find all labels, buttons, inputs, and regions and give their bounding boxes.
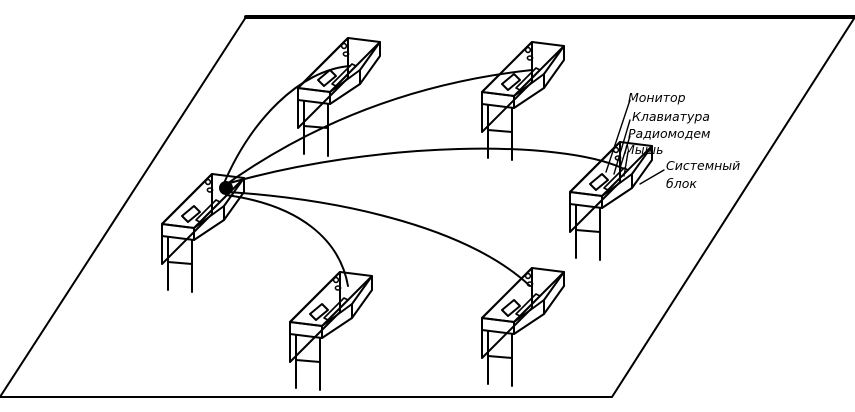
label-system-unit-line2: блок: [666, 176, 697, 191]
workstation-bottom-right: [481, 267, 565, 387]
link-hub-bottom-right: [227, 191, 531, 287]
floor-plane: [0, 16, 855, 398]
workstation-bottom-left: [289, 271, 373, 391]
workstation-top-left: [297, 37, 381, 157]
radio-links: [221, 65, 623, 287]
label-radiomodem: Радиомодем: [628, 126, 710, 141]
hub-radiomodem: [219, 181, 233, 195]
workstation-top-right: [481, 41, 565, 161]
callout-lines: [605, 99, 665, 185]
label-mouse: Мышь: [624, 142, 663, 157]
link-hub-right: [225, 147, 623, 185]
link-hub-bottom-left: [225, 194, 349, 287]
label-monitor: Монитор: [628, 90, 686, 105]
link-hub-top-right: [223, 69, 533, 187]
link-hub-top-left: [221, 65, 351, 189]
workstation-right: [569, 141, 653, 261]
label-system-unit-line1: Системный: [666, 158, 740, 173]
label-keyboard: Клавиатура: [632, 109, 710, 124]
